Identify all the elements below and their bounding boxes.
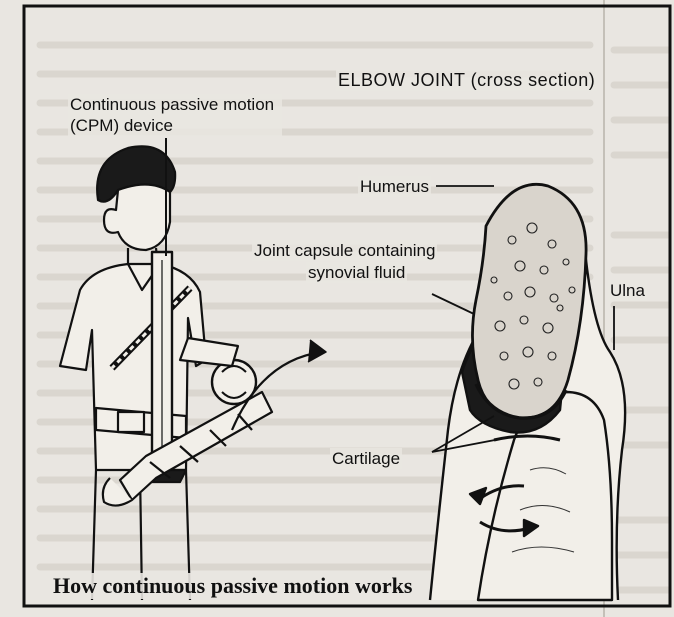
ulna-label: Ulna [608, 280, 647, 301]
person-illustration [60, 146, 326, 600]
humerus-label: Humerus [358, 176, 431, 197]
figure-title: ELBOW JOINT (cross section) [336, 70, 597, 91]
joint-capsule-label-line1: Joint capsule containing [252, 240, 437, 261]
cartilage-label: Cartilage [330, 448, 402, 469]
capsule-leader-line [432, 294, 474, 314]
figure-caption: How continuous passive motion works [50, 573, 415, 599]
elbow-cross-section [430, 184, 625, 600]
joint-capsule-label-line2: synovial fluid [306, 262, 407, 283]
cpm-device-label: Continuous passive motion (CPM) device [68, 94, 282, 136]
